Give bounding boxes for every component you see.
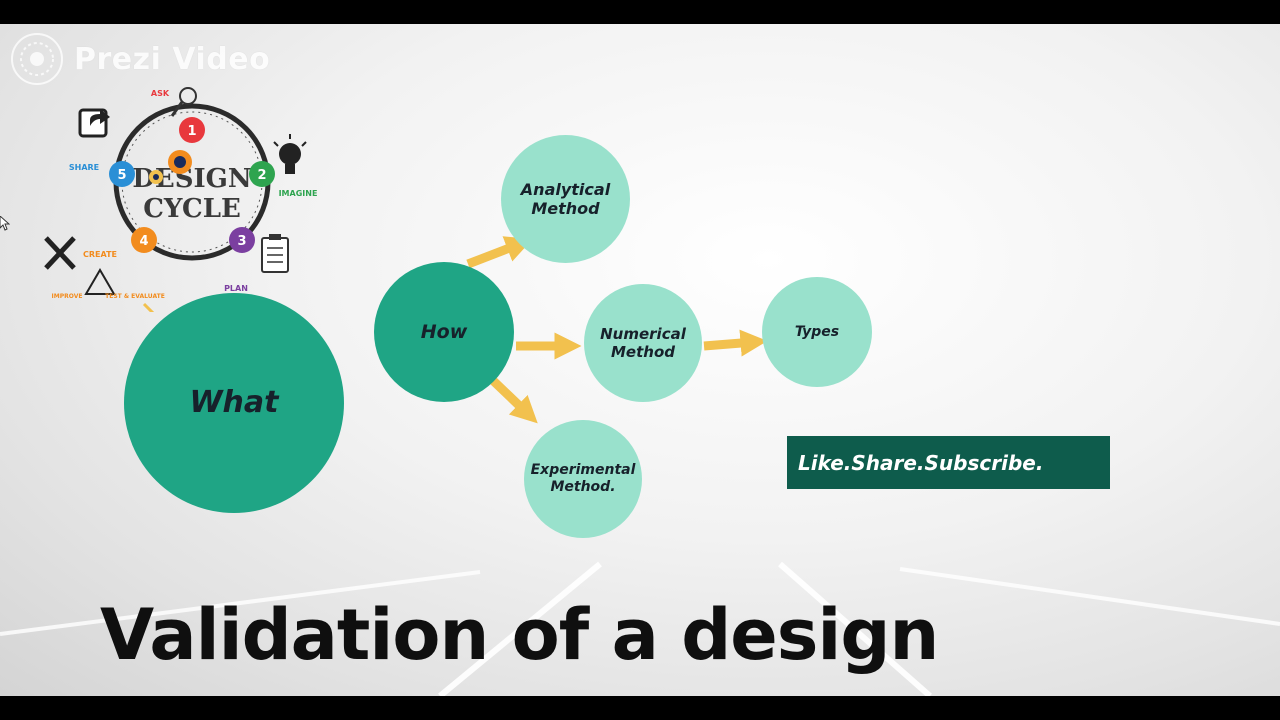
cycle-step-5-label: SHARE bbox=[69, 163, 99, 172]
cycle-step-1: 1 ASK bbox=[151, 87, 205, 143]
node-analytical-label: Analytical Method bbox=[520, 179, 611, 218]
node-numerical-label: Numerical Method bbox=[600, 325, 686, 361]
subscribe-banner[interactable]: Like.Share.Subscribe. bbox=[787, 436, 1110, 489]
clipboard-icon bbox=[261, 234, 289, 273]
cycle-sub-improve: IMPROVE bbox=[52, 293, 83, 300]
design-cycle-graphic: DESIGN CYCLE 1 ASK 2 IMAGINE bbox=[44, 87, 317, 312]
cycle-step-5: 5 SHARE bbox=[69, 108, 135, 187]
watermark-text: Prezi Video bbox=[74, 41, 271, 77]
cycle-step-2-number: 2 bbox=[257, 168, 266, 183]
share-icon bbox=[78, 108, 110, 138]
gear-icon bbox=[149, 150, 192, 184]
prezi-watermark: Prezi Video bbox=[10, 32, 270, 86]
road-background bbox=[0, 561, 1280, 696]
node-what-label: What bbox=[189, 385, 279, 420]
cycle-step-2-label: IMAGINE bbox=[279, 189, 318, 198]
mouse-cursor-icon bbox=[0, 216, 10, 231]
design-cycle-title-line2: CYCLE bbox=[143, 194, 241, 224]
node-experimental-label: Experimental Method. bbox=[530, 462, 636, 495]
cycle-step-4-label: CREATE bbox=[83, 250, 117, 259]
slide-title: Validation of a design bbox=[100, 594, 939, 676]
letterbox-top bbox=[0, 0, 1280, 24]
cycle-step-1-label: ASK bbox=[151, 89, 170, 98]
subscribe-banner-text: Like.Share.Subscribe. bbox=[798, 450, 1044, 475]
cycle-step-2: 2 IMAGINE bbox=[249, 134, 317, 198]
cycle-step-3-label: PLAN bbox=[224, 284, 248, 293]
node-analytical-method[interactable]: Analytical Method bbox=[501, 135, 630, 263]
cycle-to-what-arrow bbox=[142, 302, 155, 312]
node-how-label: How bbox=[420, 320, 468, 343]
cycle-step-3: 3 PLAN bbox=[224, 227, 289, 293]
node-what[interactable]: What bbox=[124, 293, 344, 513]
cycle-sub-test: TEST & EVALUATE bbox=[105, 293, 165, 300]
arrow-how-to-analytical bbox=[466, 236, 533, 269]
magnifier-icon bbox=[170, 87, 197, 117]
node-experimental-method[interactable]: Experimental Method. bbox=[524, 420, 642, 538]
letterbox-bottom bbox=[0, 696, 1280, 720]
tools-icon bbox=[44, 236, 76, 270]
cycle-step-5-number: 5 bbox=[117, 168, 126, 183]
cycle-step-1-number: 1 bbox=[187, 124, 196, 139]
cycle-step-4: 4 CREATE IMPROVE TEST & EVALUATE bbox=[44, 227, 165, 300]
prezi-logo-icon bbox=[11, 33, 63, 85]
slide-stage: Prezi Video DESIGN CYCLE 1 ASK bbox=[0, 24, 1280, 696]
cycle-triangle-icon bbox=[84, 268, 116, 295]
arrow-numerical-to-types bbox=[703, 329, 768, 357]
node-numerical-method[interactable]: Numerical Method bbox=[584, 284, 702, 402]
cycle-step-4-number: 4 bbox=[139, 234, 148, 249]
node-types[interactable]: Types bbox=[762, 277, 872, 387]
node-how[interactable]: How bbox=[374, 262, 514, 402]
cycle-step-3-number: 3 bbox=[237, 234, 246, 249]
node-types-label: Types bbox=[794, 323, 840, 340]
lightbulb-icon bbox=[273, 134, 307, 174]
